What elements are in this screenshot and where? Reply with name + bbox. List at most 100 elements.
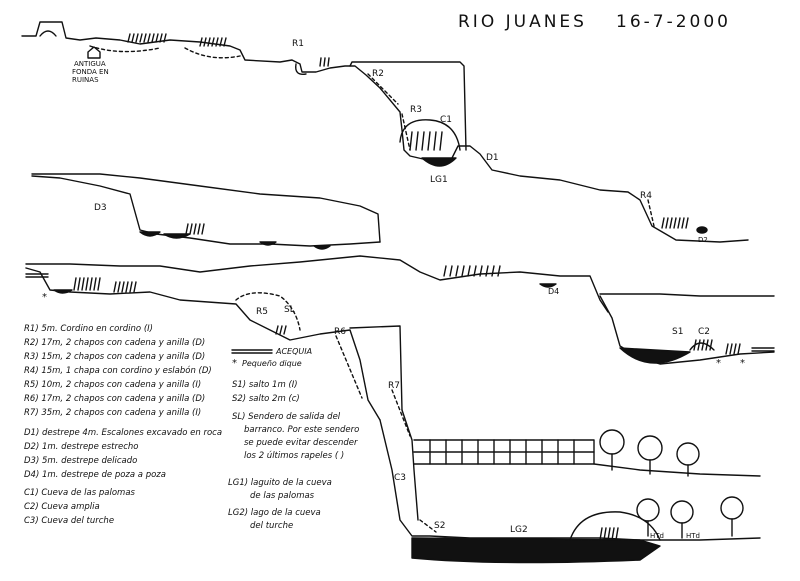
vegetation-d3 (185, 223, 205, 235)
trail-dashed-sl (235, 292, 301, 331)
profile-section-1 (21, 21, 749, 243)
r2-rope (367, 73, 399, 105)
trail-dashed-1 (89, 45, 241, 59)
vegetation-r1 (319, 57, 330, 67)
dique-marker-1: * (42, 292, 47, 303)
pool-d2 (696, 226, 708, 234)
label-r4: R4 (640, 191, 652, 201)
legend-sendero-line-1: SL) Sendero de salida del (232, 412, 341, 422)
cliff-wall-3 (25, 255, 609, 313)
label-ruin-1: ANTIGUA (74, 60, 106, 68)
vegetation-right-s3 (725, 343, 741, 355)
legend-destrepe-d1: D1) destrepe 4m. Escalones excavado en r… (24, 428, 223, 438)
trees (599, 429, 744, 539)
cliff-wall-4 (401, 409, 419, 521)
legend-cueva-c2: C2) Cueva amplia (24, 502, 100, 512)
label-c2: C2 (698, 327, 710, 337)
legend-salto-s1: S1) salto 1m (I) (232, 380, 298, 390)
label-r3: R3 (410, 105, 422, 115)
lake-lg1 (421, 157, 457, 167)
label-d4: D4 (548, 287, 559, 296)
label-d1: D1 (486, 153, 499, 163)
pool-s3 (53, 289, 73, 294)
dique-marker-3: * (740, 358, 745, 369)
legend-lago-lg1-line-1: LG1) laguito de la cueva (228, 478, 332, 488)
legend-cueva-c3: C3) Cueva del turche (24, 516, 115, 526)
dique-legend-symbol: * (232, 358, 237, 369)
legend-rappel-r5: R5) 10m, 2 chapos con cadena y anilla (I… (24, 380, 202, 390)
pool-s1 (619, 347, 691, 364)
s2-rope (419, 519, 437, 533)
legend-lago-lg1-line-2: de las palomas (250, 491, 315, 501)
legend-sendero-line-2: barranco. Por este sendero (244, 425, 360, 435)
legend-sendero-line-4: los 2 últimos rapeles ( ) (244, 451, 345, 461)
ruin-house-icon (87, 46, 101, 59)
cave-c2 (689, 342, 715, 351)
cave-c1 (399, 119, 461, 151)
label-sl: SL (284, 305, 295, 315)
legend-destrepe-d4: D4) 1m. destrepe de poza a poza (24, 470, 166, 480)
vegetation-s3-2 (113, 281, 137, 293)
legend-salto-s2: S2) salto 2m (c) (232, 394, 300, 404)
cliff-wall-1 (349, 61, 467, 151)
legend-rappel-r7: R7) 35m, 2 chapos con cadena y anilla (I… (24, 408, 202, 418)
ground-right-bottom (593, 463, 761, 477)
vegetation-c2 (693, 339, 713, 351)
pool-d3-3 (259, 241, 277, 246)
label-c3: C3 (394, 473, 406, 483)
r3-rope (401, 113, 411, 151)
pool-d4 (539, 283, 557, 288)
r6-rope (335, 335, 363, 399)
legend-destrepe-d3: D3) 5m. destrepe delicado (24, 456, 138, 466)
legend-rappel-r4: R4) 15m, 1 chapa con cordino y eslabón (… (24, 366, 212, 376)
legend-dique-text: Pequeño dique (242, 359, 302, 368)
acequia-top-left (25, 273, 49, 278)
label-s1: S1 (672, 327, 683, 337)
r4-rope (647, 199, 655, 227)
label-ruin-2: FONDA EN (72, 68, 109, 76)
label-d2: D2 (698, 236, 708, 244)
dique-marker-2: * (716, 358, 721, 369)
legend-sendero-line-3: se puede evitar descender (244, 438, 358, 448)
label-htd-1: HTd (650, 532, 664, 540)
pool-d3-4 (313, 245, 331, 250)
label-ruin-3: RUINAS (72, 76, 99, 84)
acequia-grid (413, 439, 595, 465)
legend-rappel-r1: R1) 5m. Cordino en cordino (I) (24, 324, 153, 334)
r1-pool (295, 63, 307, 75)
label-r1: R1 (292, 39, 304, 49)
label-r7: R7 (388, 381, 400, 391)
vegetation-r6 (275, 325, 287, 335)
legend-lago-lg2-line-2: del turche (250, 521, 294, 531)
vegetation-bottom (599, 527, 619, 541)
vegetation-s3-1 (73, 277, 101, 291)
acequia-right (751, 347, 775, 352)
label-r5: R5 (256, 307, 268, 317)
legend-lago-lg2-line-1: LG2) lago de la cueva (228, 508, 321, 518)
legend-acequia-text: ACEQUIA (275, 347, 312, 356)
label-htd-2: HTd (686, 532, 700, 540)
label-lg2: LG2 (510, 525, 528, 535)
r7-rope (391, 389, 411, 437)
legend-rappel-r2: R2) 17m, 2 chapos con cadena y anilla (D… (24, 338, 206, 348)
vegetation-1 (127, 33, 167, 43)
diagram-date: 16-7-2000 (616, 12, 731, 32)
pool-d3-1 (139, 231, 161, 237)
label-r6: R6 (334, 327, 346, 337)
legend-cueva-c1: C1) Cueva de las palomas (24, 488, 135, 498)
legend-destrepe-d2: D2) 1m. destrepe estrecho (24, 442, 139, 452)
vegetation-2 (199, 37, 227, 47)
vegetation-r4 (661, 217, 689, 229)
diagram-title: RIO JUANES (458, 12, 587, 32)
ruined-bridge (39, 30, 57, 37)
label-s2: S2 (434, 521, 445, 531)
bush-lower (569, 511, 661, 541)
legend-rappel-r3: R3) 15m, 2 chapos con cadena y anilla (D… (24, 352, 206, 362)
cliff-wall-s1 (599, 293, 775, 297)
vegetation-d4-area (443, 265, 501, 277)
label-r2: R2 (372, 69, 384, 79)
acequia-legend-symbol (231, 349, 273, 354)
lake-lg2 (411, 537, 661, 564)
label-d3: D3 (94, 203, 107, 213)
